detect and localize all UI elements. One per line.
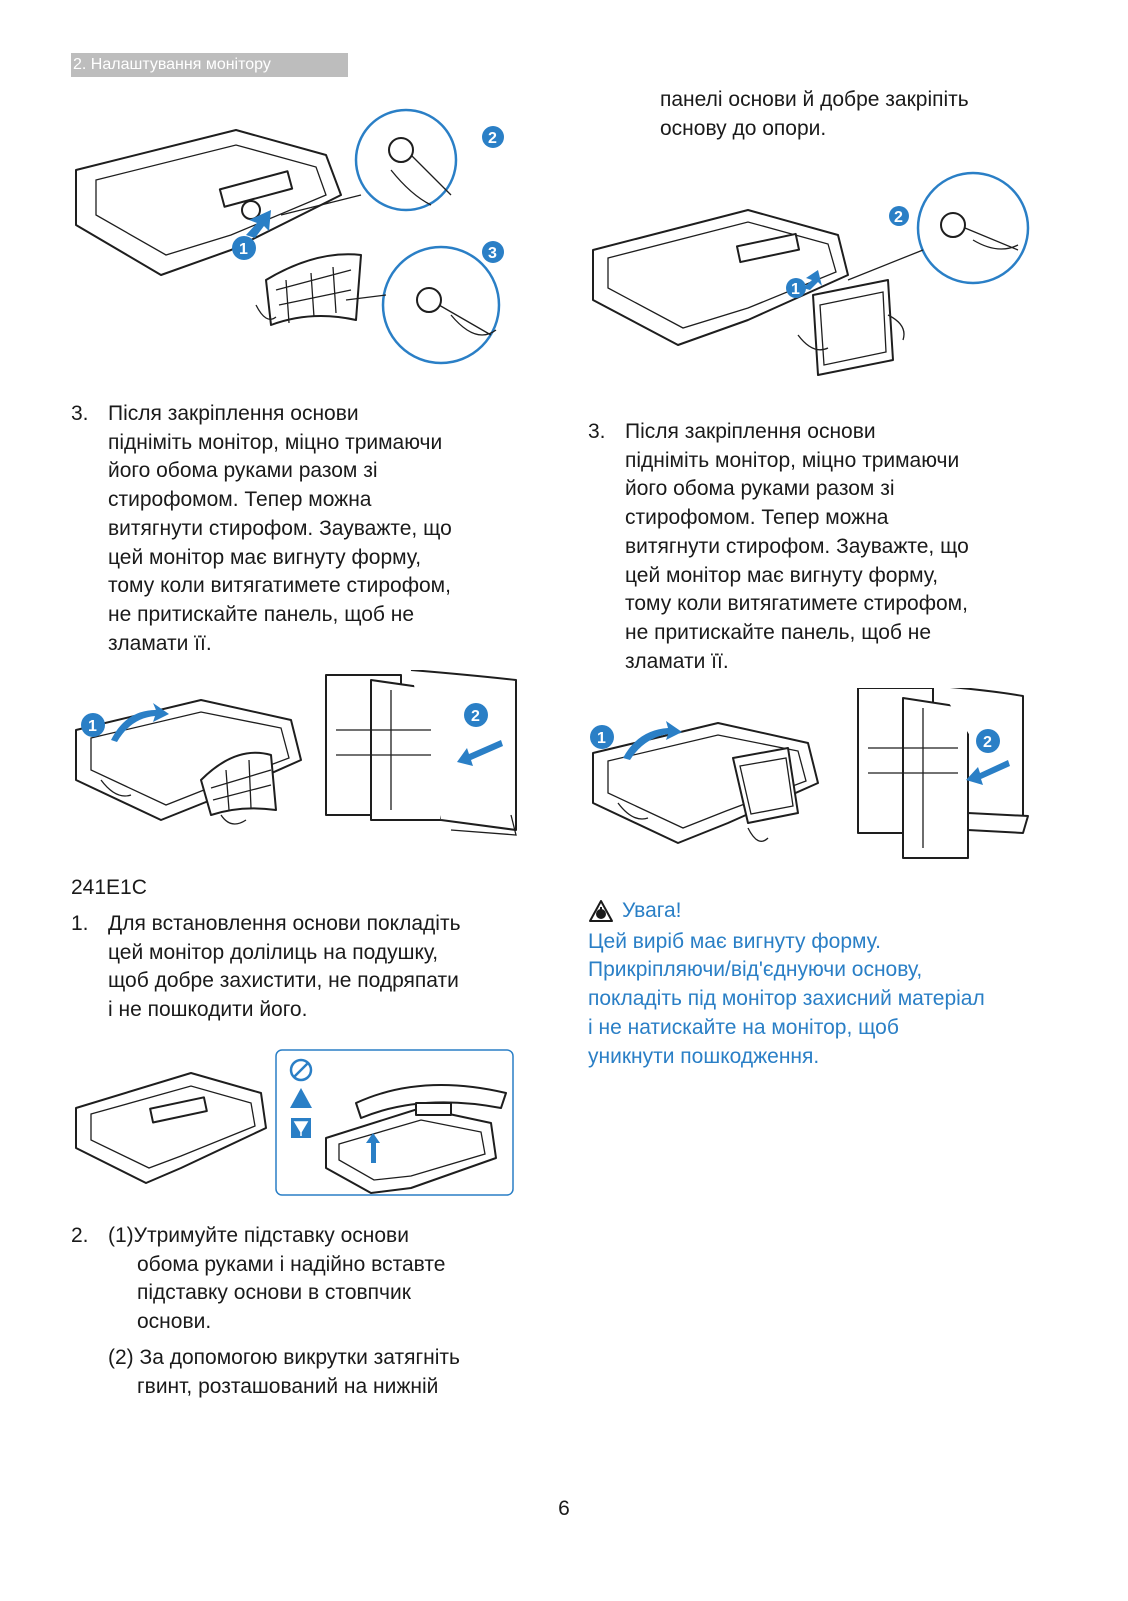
callout-1-lift-left: 1: [88, 718, 97, 735]
callout-1: 1: [239, 241, 248, 258]
right-continuation: панелі основи й добре закріпіть основу д…: [660, 88, 969, 140]
callout-2-screw: 2: [894, 209, 903, 226]
left-step-2: 2. (1)Утримуйте підставку основи обома р…: [71, 1224, 460, 1398]
callout-3: 3: [488, 245, 497, 262]
caution-box: [275, 1049, 514, 1196]
left-step-1: 1. Для встановлення основи покладіть цей…: [71, 912, 461, 1022]
callout-2: 2: [488, 130, 497, 147]
callout-2-lift-right: 2: [983, 734, 992, 751]
callout-2-lift-left: 2: [471, 708, 480, 725]
warning-text: Цей виріб має вигнуту форму. Прикріпляюч…: [588, 929, 985, 1068]
left-step-3: 3. Після закріплення основи підніміть мо…: [71, 402, 452, 655]
illustration-lift-monitor-right: 1 2: [590, 688, 1029, 859]
callout-1-lift-right: 1: [597, 730, 606, 747]
callout-1-screw: 1: [791, 281, 800, 298]
page-number: 6: [558, 1497, 570, 1520]
right-step-3: 3. Після закріплення основи підніміть мо…: [588, 420, 969, 673]
illustration-screw-tighten: 1 2: [592, 171, 1030, 376]
warning-icon: [589, 900, 613, 923]
illustration-face-down: [75, 1049, 514, 1196]
section-header: 2. Налаштування монітору: [71, 53, 348, 77]
illustration-base-attach: 1 2 3: [75, 108, 504, 365]
illustration-lift-monitor-left: 1 2: [75, 670, 517, 836]
model-label: 241E1C: [71, 876, 147, 899]
warning-block: Увага! Цей виріб має вигнуту форму. Прик…: [588, 897, 1058, 1071]
prohibited-icon: [289, 1058, 313, 1082]
warning-title: Увага!: [622, 899, 682, 922]
caution-icon: [290, 1088, 312, 1108]
